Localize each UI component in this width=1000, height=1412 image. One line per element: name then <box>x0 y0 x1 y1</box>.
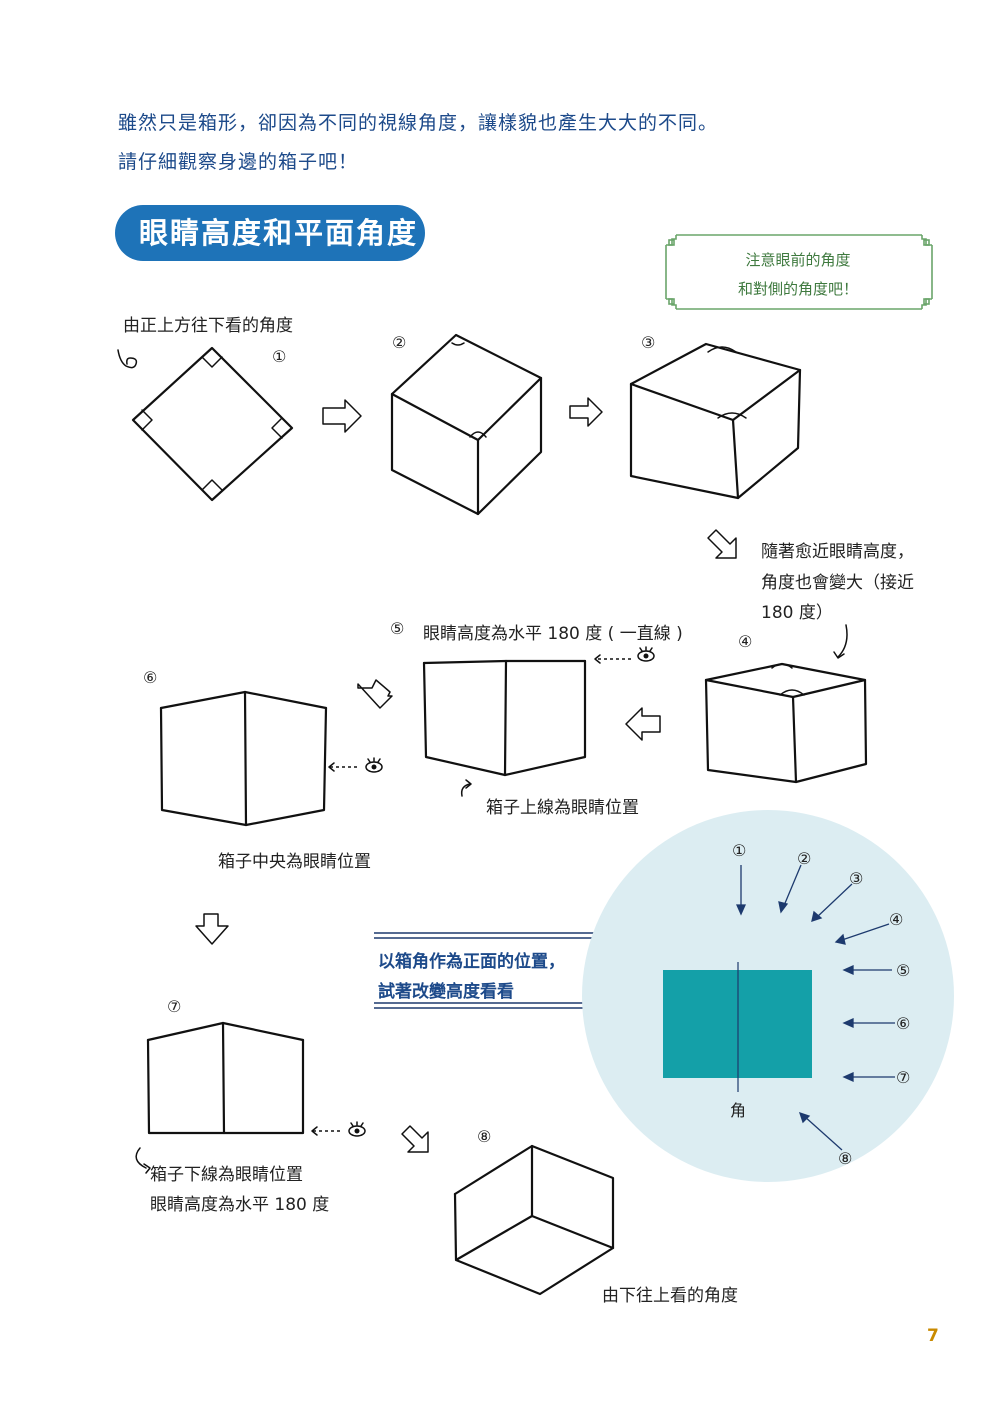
approach-text-1: 隨著愈近眼睛高度， <box>761 542 914 562</box>
bottom-line-eye-label-2: 眼睛高度為水平 180 度 <box>150 1195 330 1215</box>
step-number-1: ① <box>272 347 287 366</box>
center-eye-label: 箱子中央為眼睛位置 <box>218 852 371 872</box>
eye-icon-6 <box>365 757 383 773</box>
diagram-number-3: ③ <box>849 869 864 888</box>
box-3 <box>629 342 802 500</box>
eye-icon-5 <box>637 646 655 662</box>
step-5-label: 眼睛高度為水平 180 度 ( 一直線 ) <box>423 624 683 644</box>
step-number-3: ③ <box>641 333 656 352</box>
step-number-2: ② <box>392 333 407 352</box>
box-2 <box>390 333 543 516</box>
step-number-5: ⑤ <box>390 619 405 638</box>
step-number-7: ⑦ <box>167 997 182 1016</box>
approach-text-2: 角度也會變大（接近 <box>761 573 914 593</box>
intro-line-2: 請仔細觀察身邊的箱子吧！ <box>118 151 359 173</box>
diagram-number-6: ⑥ <box>896 1014 911 1033</box>
section-heading: 眼睛高度和平面角度 <box>115 205 425 261</box>
diagram-number-5: ⑤ <box>896 961 911 980</box>
diagram-number-7: ⑦ <box>896 1068 911 1087</box>
note-line-1: 注意眼前的角度 <box>745 251 851 269</box>
top-line-eye-label: 箱子上線為眼睛位置 <box>486 798 639 818</box>
box-7 <box>146 1021 305 1135</box>
box-4 <box>704 662 868 784</box>
diagram-number-2: ② <box>797 849 812 868</box>
left-arrow-icon <box>625 707 661 741</box>
bottom-line-eye-label: 箱子下線為眼睛位置 <box>150 1165 303 1185</box>
diagram-number-4: ④ <box>889 910 904 929</box>
callout-line-1: 以箱角作為正面的位置， <box>378 952 565 972</box>
right-arrow-icon <box>569 397 603 427</box>
step-number-4: ④ <box>738 632 753 651</box>
top-view-label: 由正上方往下看的角度 <box>123 316 293 336</box>
note-frame <box>665 234 933 310</box>
intro-line-1: 雖然只是箱形，卻因為不同的視線角度，讓樣貌也產生大大的不同。 <box>118 112 719 134</box>
box-6 <box>159 690 328 827</box>
diagram-number-8: ⑧ <box>838 1149 853 1168</box>
corner-label: 角 <box>730 1101 747 1120</box>
eye-icon-7 <box>348 1121 366 1137</box>
view-arrows <box>735 864 895 1151</box>
callout-line-2: 試著改變高度看看 <box>378 982 514 1002</box>
note-line-2: 和對側的角度吧！ <box>737 280 858 298</box>
pointer-line <box>837 624 848 658</box>
box-5 <box>422 659 587 777</box>
box-8 <box>453 1144 615 1296</box>
bottom-view-label: 由下往上看的角度 <box>602 1286 738 1306</box>
left-arrow-icon <box>357 679 393 709</box>
box-1-top-view <box>131 346 294 502</box>
diagram-number-1: ① <box>732 841 747 860</box>
down-arrow-icon <box>401 1125 429 1153</box>
curl-arrow-icon <box>117 349 138 369</box>
page-number: 7 <box>927 1326 939 1346</box>
approach-text-3: 180 度） <box>761 603 833 623</box>
right-arrow-icon <box>322 399 362 433</box>
down-arrow-icon <box>707 529 737 559</box>
down-arrow-icon <box>195 913 229 945</box>
step-number-8: ⑧ <box>477 1127 492 1146</box>
step-number-6: ⑥ <box>143 668 158 687</box>
